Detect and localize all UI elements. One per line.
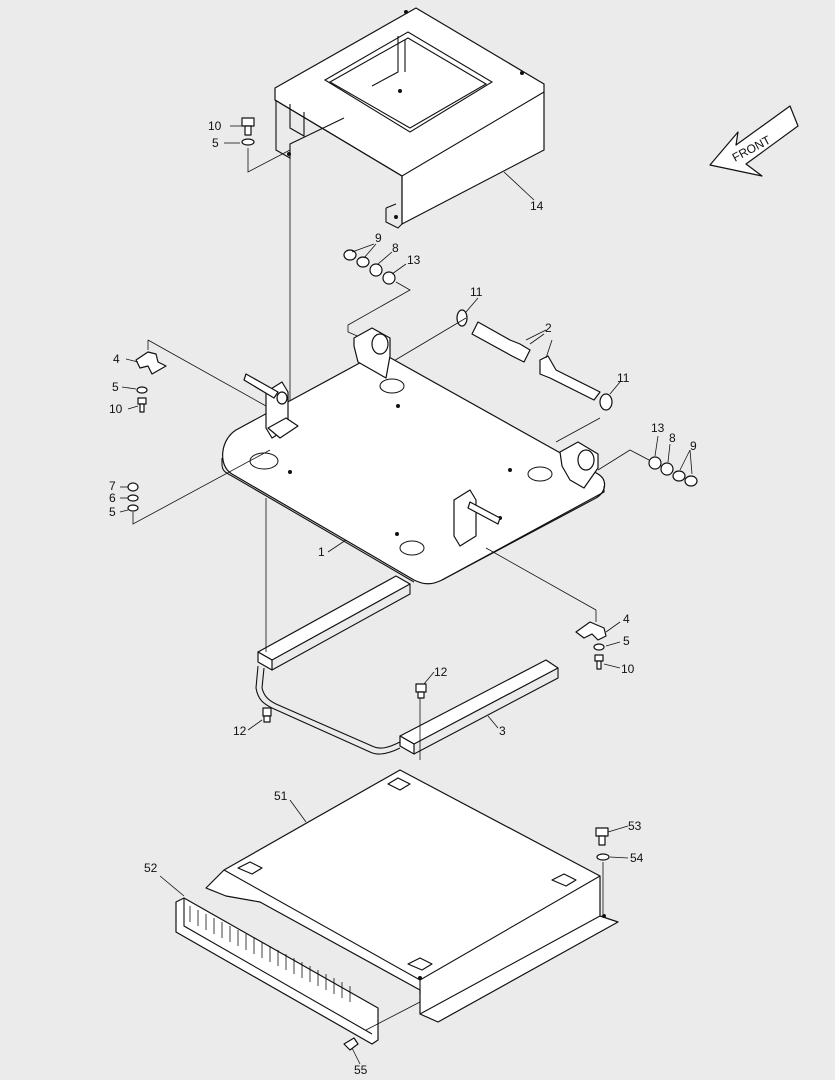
callout-5: 5 xyxy=(109,505,116,519)
callout-5: 5 xyxy=(623,634,630,648)
bolt-53 xyxy=(595,827,610,914)
callout-51: 51 xyxy=(274,789,288,803)
part-14-cover xyxy=(274,7,545,229)
callout-4: 4 xyxy=(113,352,120,366)
callout-5: 5 xyxy=(212,136,219,150)
washer-stack-right xyxy=(555,417,698,487)
callout-5: 5 xyxy=(112,380,119,394)
callout-1: 1 xyxy=(318,545,325,559)
callout-9: 9 xyxy=(690,439,697,453)
callout-54: 54 xyxy=(630,851,644,865)
callout-9: 9 xyxy=(375,231,382,245)
leader-lines xyxy=(119,125,693,1065)
part-3-slide-rails xyxy=(255,498,559,760)
part-51-lower-cover xyxy=(205,769,619,1023)
callout-7: 7 xyxy=(109,479,116,493)
callout-11: 11 xyxy=(470,285,483,299)
callout-55: 55 xyxy=(354,1063,368,1077)
callout-13: 13 xyxy=(407,253,421,267)
washer-stack-top xyxy=(343,249,411,339)
callout-10: 10 xyxy=(208,119,222,133)
part-2-pins xyxy=(391,309,613,411)
screw-55 xyxy=(343,1037,359,1051)
callout-12: 12 xyxy=(434,665,448,679)
callout-11: 11 xyxy=(617,371,630,385)
callout-10: 10 xyxy=(621,662,635,676)
bolt-12-lower xyxy=(262,707,272,723)
callout-52: 52 xyxy=(144,861,158,875)
clamp-4-right xyxy=(485,547,607,670)
callout-3: 3 xyxy=(499,724,506,738)
clamp-4-left xyxy=(135,339,267,413)
callout-12: 12 xyxy=(233,724,247,738)
part-1-base-plate xyxy=(221,327,606,585)
callouts: 10 5 14 9 8 13 11 2 11 4 5 10 13 8 9 7 6… xyxy=(109,119,697,1077)
washer-stack-left xyxy=(127,449,271,525)
callout-10: 10 xyxy=(109,402,123,416)
bolt-12-upper xyxy=(415,683,427,699)
callout-14: 14 xyxy=(530,199,544,213)
callout-53: 53 xyxy=(628,819,642,833)
callout-6: 6 xyxy=(109,491,116,505)
part-52-vent-panel xyxy=(175,897,421,1045)
callout-13: 13 xyxy=(651,421,665,435)
callout-8: 8 xyxy=(669,431,676,445)
callout-4: 4 xyxy=(623,612,630,626)
callout-2: 2 xyxy=(545,321,552,335)
front-arrow: FRONT xyxy=(709,105,799,177)
callout-8: 8 xyxy=(392,241,399,255)
